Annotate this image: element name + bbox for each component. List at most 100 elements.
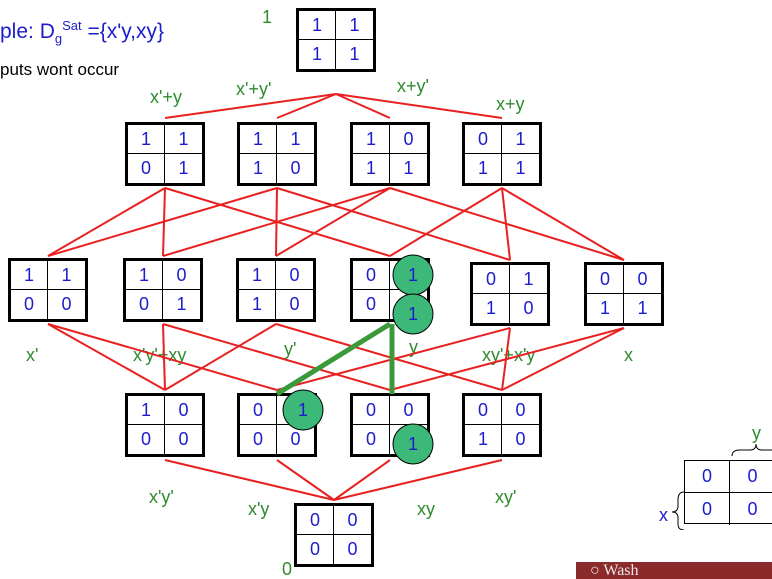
kmap-level2-5: 0 1 1 0	[470, 262, 550, 326]
kmap-cell: 0	[178, 429, 189, 449]
lattice-edge	[164, 93, 337, 119]
kmap-cell: 0	[240, 425, 277, 454]
kmap-cell: 1	[502, 125, 539, 154]
lattice-edge	[276, 93, 337, 119]
kmap-level2-2: 1 0 0 1	[123, 258, 203, 322]
legend-cell: 0	[747, 498, 758, 519]
legend-y-label: y	[752, 423, 761, 443]
kmap-level2-3: 1 0 1 0	[236, 258, 316, 322]
lattice-edge	[501, 187, 511, 261]
legend-braces	[671, 443, 772, 530]
kmap-cell: 0	[515, 429, 526, 449]
label-level1-1: x'+y	[150, 87, 182, 107]
lattice-edge	[335, 93, 391, 119]
kmap-cell: 1	[299, 11, 336, 40]
legend-kmap: 0 0 0 0	[684, 460, 772, 525]
kmap-cell: 1	[240, 154, 277, 183]
label-level3-1: x'y'	[149, 487, 174, 507]
university-logo: ○ Wash	[576, 562, 772, 579]
kmap-cell: 0	[473, 265, 510, 294]
kmap-cell: 0	[240, 396, 277, 425]
kmap-cell: 1	[349, 44, 360, 64]
kmap-cell: 1	[515, 158, 526, 178]
kmap-cell: 0	[163, 261, 200, 290]
kmap-cell: 0	[11, 290, 48, 319]
lattice-edge	[501, 187, 625, 261]
kmap-level2-6: 0 0 1 1	[584, 262, 664, 326]
kmap-cell: 1	[390, 261, 427, 290]
kmap-cell: 1	[128, 125, 165, 154]
kmap-bottom: 0 0 0 0	[294, 503, 374, 567]
slide-subtitle: puts wont occur	[0, 60, 120, 79]
lattice-edge	[47, 323, 278, 391]
kmap-top: 1 1 1 1	[296, 8, 376, 72]
lattice-edge	[47, 323, 166, 391]
label-level2-1: x'	[26, 345, 39, 365]
kmap-cell: 0	[390, 125, 427, 154]
kmap-cell: 0	[465, 396, 502, 425]
kmap-cell: 0	[523, 298, 534, 318]
kmap-cell: 1	[240, 125, 277, 154]
kmap-cell: 0	[465, 125, 502, 154]
kmap-cell: 0	[334, 506, 371, 535]
kmap-cell: 1	[299, 40, 336, 69]
kmap-cell: 0	[126, 290, 163, 319]
kmap-cell: 0	[61, 294, 72, 314]
kmap-cell: 0	[587, 265, 624, 294]
lattice-edge	[162, 187, 391, 257]
kmap-cell: 1	[403, 294, 414, 314]
kmap-level2-4: 0 1 0 1	[350, 258, 430, 322]
kmap-cell: 0	[353, 396, 390, 425]
label-level3-3: xy	[417, 499, 435, 519]
kmap-cell: 0	[353, 261, 390, 290]
kmap-cell: 0	[276, 261, 313, 290]
kmap-cell: 1	[473, 294, 510, 323]
lattice-edge	[276, 327, 511, 391]
label-level3-2: x'y	[248, 499, 270, 519]
lattice-edge	[389, 187, 503, 257]
top-value-label: 1	[262, 7, 273, 27]
lattice-edge	[162, 323, 391, 391]
kmap-cell: 0	[165, 396, 202, 425]
kmap-cell: 1	[128, 396, 165, 425]
kmap-level1-2: 1 1 1 0	[237, 122, 317, 186]
label-level1-3: x+y'	[397, 76, 429, 96]
kmap-cell: 1	[637, 298, 648, 318]
label-level1-2: x'+y'	[236, 79, 272, 99]
label-level1-4: x+y	[496, 94, 525, 114]
kmap-cell: 0	[624, 265, 661, 294]
kmap-cell: 1	[165, 125, 202, 154]
lattice-edge	[276, 459, 335, 501]
lattice-edge	[47, 187, 278, 257]
kmap-cell: 1	[277, 396, 314, 425]
kmap-cell: 1	[178, 158, 189, 178]
x-brace-icon	[671, 491, 685, 530]
kmap-cell: 1	[11, 261, 48, 290]
lattice-edge	[501, 327, 625, 391]
lattice-edge	[335, 93, 503, 119]
kmap-cell: 0	[353, 425, 390, 454]
kmap-cell: 0	[502, 396, 539, 425]
kmap-cell: 1	[465, 425, 502, 454]
lattice-edge	[333, 459, 391, 501]
kmap-level1-3: 1 0 1 1	[350, 122, 430, 186]
lattice-edge	[333, 459, 503, 501]
lattice-edge	[162, 323, 166, 391]
kmap-cell: 0	[128, 154, 165, 183]
kmap-cell: 1	[277, 125, 314, 154]
kmap-cell: 1	[403, 158, 414, 178]
kmap-level3-3: 0 0 0 1	[350, 393, 430, 457]
kmap-level2-1: 1 1 0 0	[8, 258, 88, 322]
kmap-cell: 1	[126, 261, 163, 290]
slide-title: ple: DgSat ={x'y,xy}	[0, 18, 165, 47]
label-level2-4: y	[409, 337, 418, 357]
lattice-edge	[164, 459, 335, 501]
kmap-cell: 1	[48, 261, 85, 290]
kmap-cell: 0	[128, 425, 165, 454]
label-level3-4: xy'	[495, 487, 517, 507]
lattice-edge	[389, 327, 625, 391]
kmap-cell: 0	[390, 396, 427, 425]
label-level2-6: x	[624, 345, 633, 365]
legend-x-label: x	[659, 505, 668, 525]
kmap-cell: 0	[289, 294, 300, 314]
